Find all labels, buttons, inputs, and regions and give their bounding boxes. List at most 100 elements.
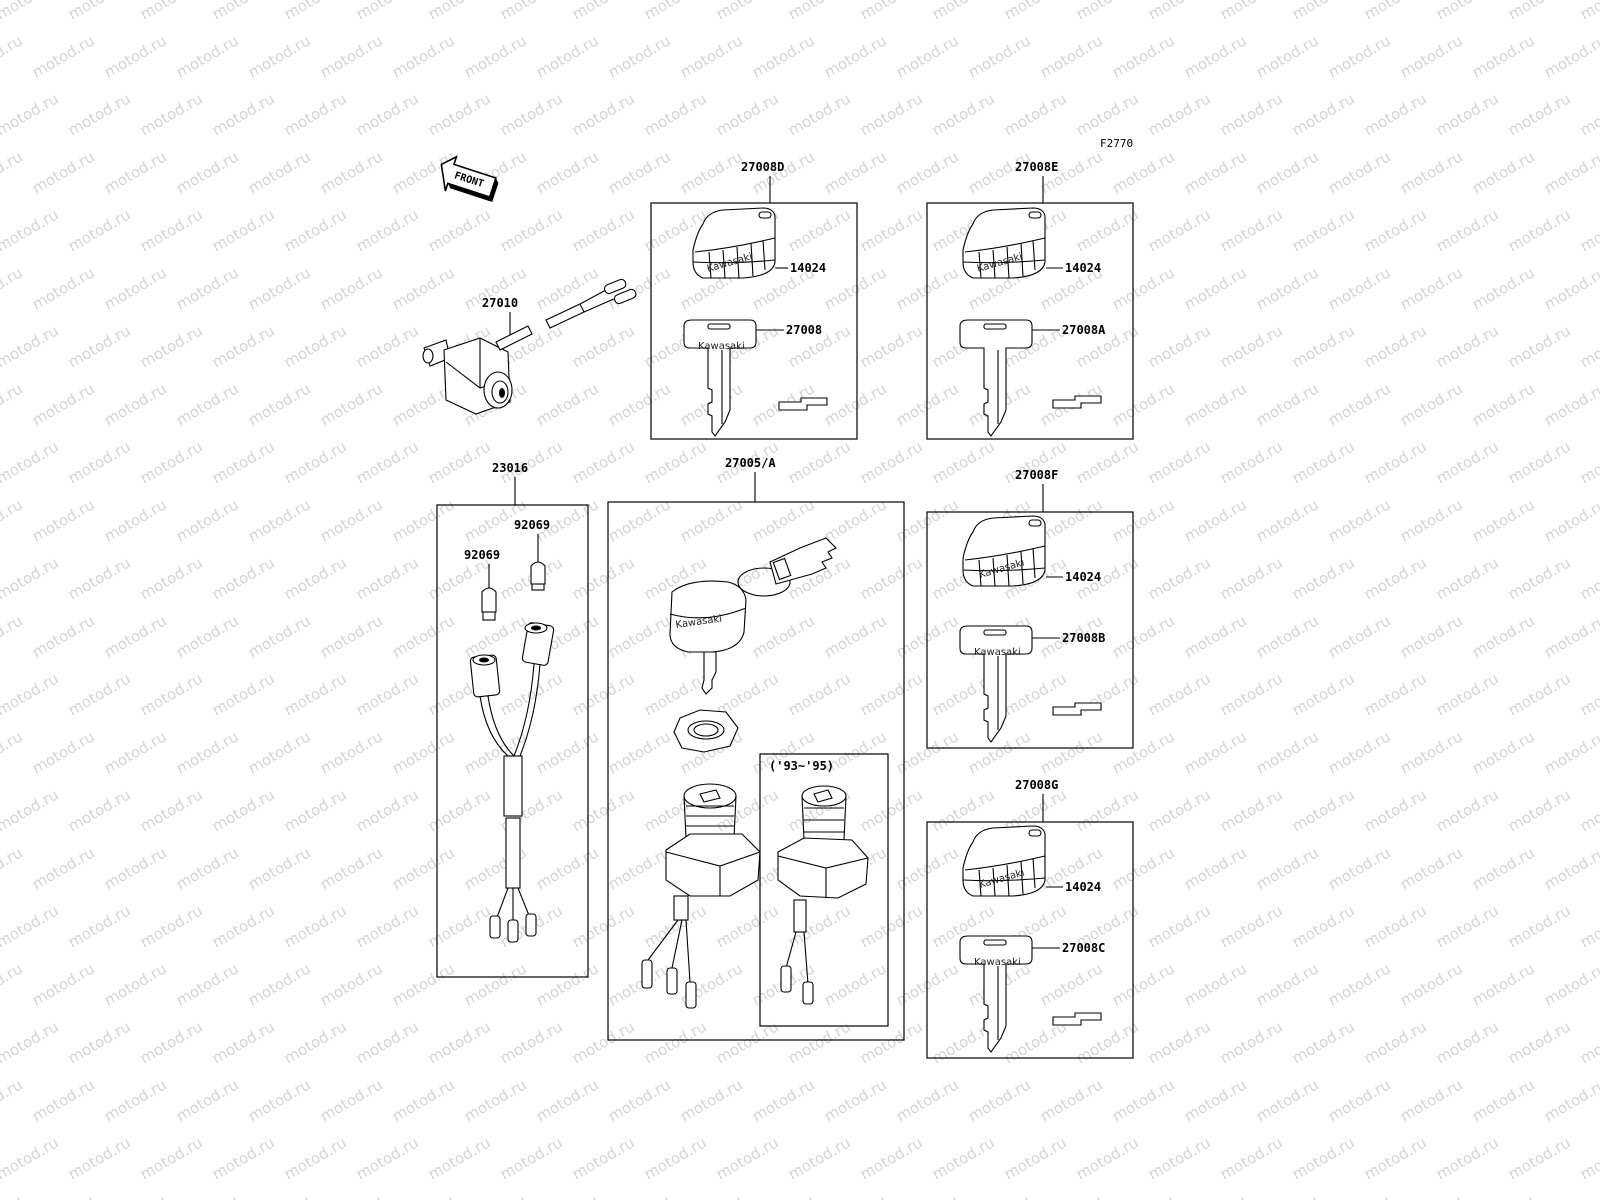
watermark-text: motod.ru bbox=[29, 1075, 98, 1125]
watermark-text: motod.ru bbox=[1541, 959, 1600, 1009]
watermark-text: motod.ru bbox=[137, 0, 206, 23]
watermark-text: motod.ru bbox=[353, 901, 422, 951]
watermark-text: motod.ru bbox=[1217, 785, 1286, 835]
watermark-text: motod.ru bbox=[137, 205, 206, 255]
watermark-text: motod.ru bbox=[1109, 611, 1178, 661]
watermark-text: motod.ru bbox=[0, 727, 26, 777]
box-23016: 23016 92069 92069 bbox=[436, 461, 589, 978]
watermark-text: motod.ru bbox=[101, 31, 170, 81]
watermark-text: motod.ru bbox=[821, 31, 890, 81]
watermark-text: motod.ru bbox=[281, 89, 350, 139]
watermark-text: motod.ru bbox=[1577, 553, 1600, 603]
watermark-text: motod.ru bbox=[353, 0, 422, 23]
watermark-text: motod.ru bbox=[857, 437, 926, 487]
watermark-text: motod.ru bbox=[1397, 379, 1466, 429]
watermark-text: motod.ru bbox=[1397, 843, 1466, 893]
watermark-text: motod.ru bbox=[281, 205, 350, 255]
watermark-text: motod.ru bbox=[245, 843, 314, 893]
watermark-text: motod.ru bbox=[785, 1133, 854, 1183]
watermark-text: motod.ru bbox=[1577, 1133, 1600, 1183]
watermark-text: motod.ru bbox=[1541, 31, 1600, 81]
watermark-text: motod.ru bbox=[0, 379, 26, 429]
callout-14024-g: 14024 bbox=[1065, 880, 1101, 894]
watermark-text: motod.ru bbox=[1325, 31, 1394, 81]
watermark-text: motod.ru bbox=[29, 727, 98, 777]
watermark-text: motod.ru bbox=[101, 495, 170, 545]
watermark-text: motod.ru bbox=[0, 89, 62, 139]
watermark-text: motod.ru bbox=[1037, 959, 1106, 1009]
watermark-text: motod.ru bbox=[137, 89, 206, 139]
watermark-text: motod.ru bbox=[533, 959, 602, 1009]
watermark-text: motod.ru bbox=[821, 959, 890, 1009]
watermark-text: motod.ru bbox=[1541, 263, 1600, 313]
callout-92069-b: 92069 bbox=[514, 518, 550, 532]
watermark-text: motod.ru bbox=[425, 437, 494, 487]
watermark-text: motod.ru bbox=[0, 321, 62, 371]
watermark-text: motod.ru bbox=[1433, 0, 1502, 23]
box-27008F: 27008F Kawasaki 14024 Kawasaki 27008B bbox=[926, 468, 1134, 749]
watermark-text: motod.ru bbox=[65, 205, 134, 255]
watermark-text: motod.ru bbox=[605, 1075, 674, 1125]
watermark-text: motod.ru bbox=[317, 959, 386, 1009]
watermark-text: motod.ru bbox=[605, 147, 674, 197]
watermark-text: motod.ru bbox=[1037, 31, 1106, 81]
callout-14024-d: 14024 bbox=[790, 261, 826, 275]
watermark-text: motod.ru bbox=[713, 89, 782, 139]
watermark-text: motod.ru bbox=[821, 1191, 890, 1200]
watermark-text: motod.ru bbox=[101, 147, 170, 197]
watermark-text: motod.ru bbox=[713, 0, 782, 23]
watermark-text: motod.ru bbox=[857, 785, 926, 835]
watermark-text: motod.ru bbox=[1109, 495, 1178, 545]
watermark-text: motod.ru bbox=[569, 205, 638, 255]
watermark-text: motod.ru bbox=[1433, 553, 1502, 603]
watermark-text: motod.ru bbox=[29, 1191, 98, 1200]
watermark-text: motod.ru bbox=[785, 1017, 854, 1067]
watermark-text: motod.ru bbox=[1217, 89, 1286, 139]
watermark-text: motod.ru bbox=[1505, 669, 1574, 719]
watermark-text: motod.ru bbox=[389, 843, 458, 893]
watermark-text: motod.ru bbox=[29, 263, 98, 313]
watermark-text: motod.ru bbox=[641, 1133, 710, 1183]
watermark-text: motod.ru bbox=[1181, 843, 1250, 893]
watermark-text: motod.ru bbox=[1325, 495, 1394, 545]
watermark-text: motod.ru bbox=[1289, 205, 1358, 255]
watermark-text: motod.ru bbox=[1109, 379, 1178, 429]
watermark-text: motod.ru bbox=[1361, 1017, 1430, 1067]
watermark-text: motod.ru bbox=[1325, 1075, 1394, 1125]
watermark-text: motod.ru bbox=[1325, 263, 1394, 313]
watermark-text: motod.ru bbox=[1145, 901, 1214, 951]
watermark-text: motod.ru bbox=[281, 321, 350, 371]
watermark-text: motod.ru bbox=[1073, 1017, 1142, 1067]
watermark-text: motod.ru bbox=[0, 263, 26, 313]
watermark-text: motod.ru bbox=[749, 31, 818, 81]
watermark-text: motod.ru bbox=[1577, 89, 1600, 139]
callout-27008G: 27008G bbox=[1015, 778, 1058, 792]
watermark-text: motod.ru bbox=[1073, 785, 1142, 835]
watermark-text: motod.ru bbox=[317, 147, 386, 197]
watermark-text: motod.ru bbox=[605, 959, 674, 1009]
watermark-text: motod.ru bbox=[677, 31, 746, 81]
watermark-text: motod.ru bbox=[1505, 785, 1574, 835]
watermark-text: motod.ru bbox=[533, 147, 602, 197]
watermark-text: motod.ru bbox=[281, 0, 350, 23]
watermark-text: motod.ru bbox=[749, 1191, 818, 1200]
watermark-text: motod.ru bbox=[1361, 89, 1430, 139]
watermark-text: motod.ru bbox=[605, 727, 674, 777]
watermark-text: motod.ru bbox=[1217, 553, 1286, 603]
watermark-text: motod.ru bbox=[605, 1191, 674, 1200]
watermark-text: motod.ru bbox=[101, 1191, 170, 1200]
watermark-text: motod.ru bbox=[497, 669, 566, 719]
watermark-text: motod.ru bbox=[0, 147, 26, 197]
watermark-text: motod.ru bbox=[425, 205, 494, 255]
watermark-text: motod.ru bbox=[641, 89, 710, 139]
watermark-text: motod.ru bbox=[1433, 205, 1502, 255]
watermark-text: motod.ru bbox=[1181, 31, 1250, 81]
watermark-text: motod.ru bbox=[677, 147, 746, 197]
watermark-text: motod.ru bbox=[1469, 611, 1538, 661]
watermark-text: motod.ru bbox=[569, 1017, 638, 1067]
watermark-text: motod.ru bbox=[389, 263, 458, 313]
box-27008E: 27008E Kawasaki 14024 27008A bbox=[926, 160, 1134, 440]
watermark-text: motod.ru bbox=[1181, 1075, 1250, 1125]
watermark-text: motod.ru bbox=[569, 0, 638, 23]
